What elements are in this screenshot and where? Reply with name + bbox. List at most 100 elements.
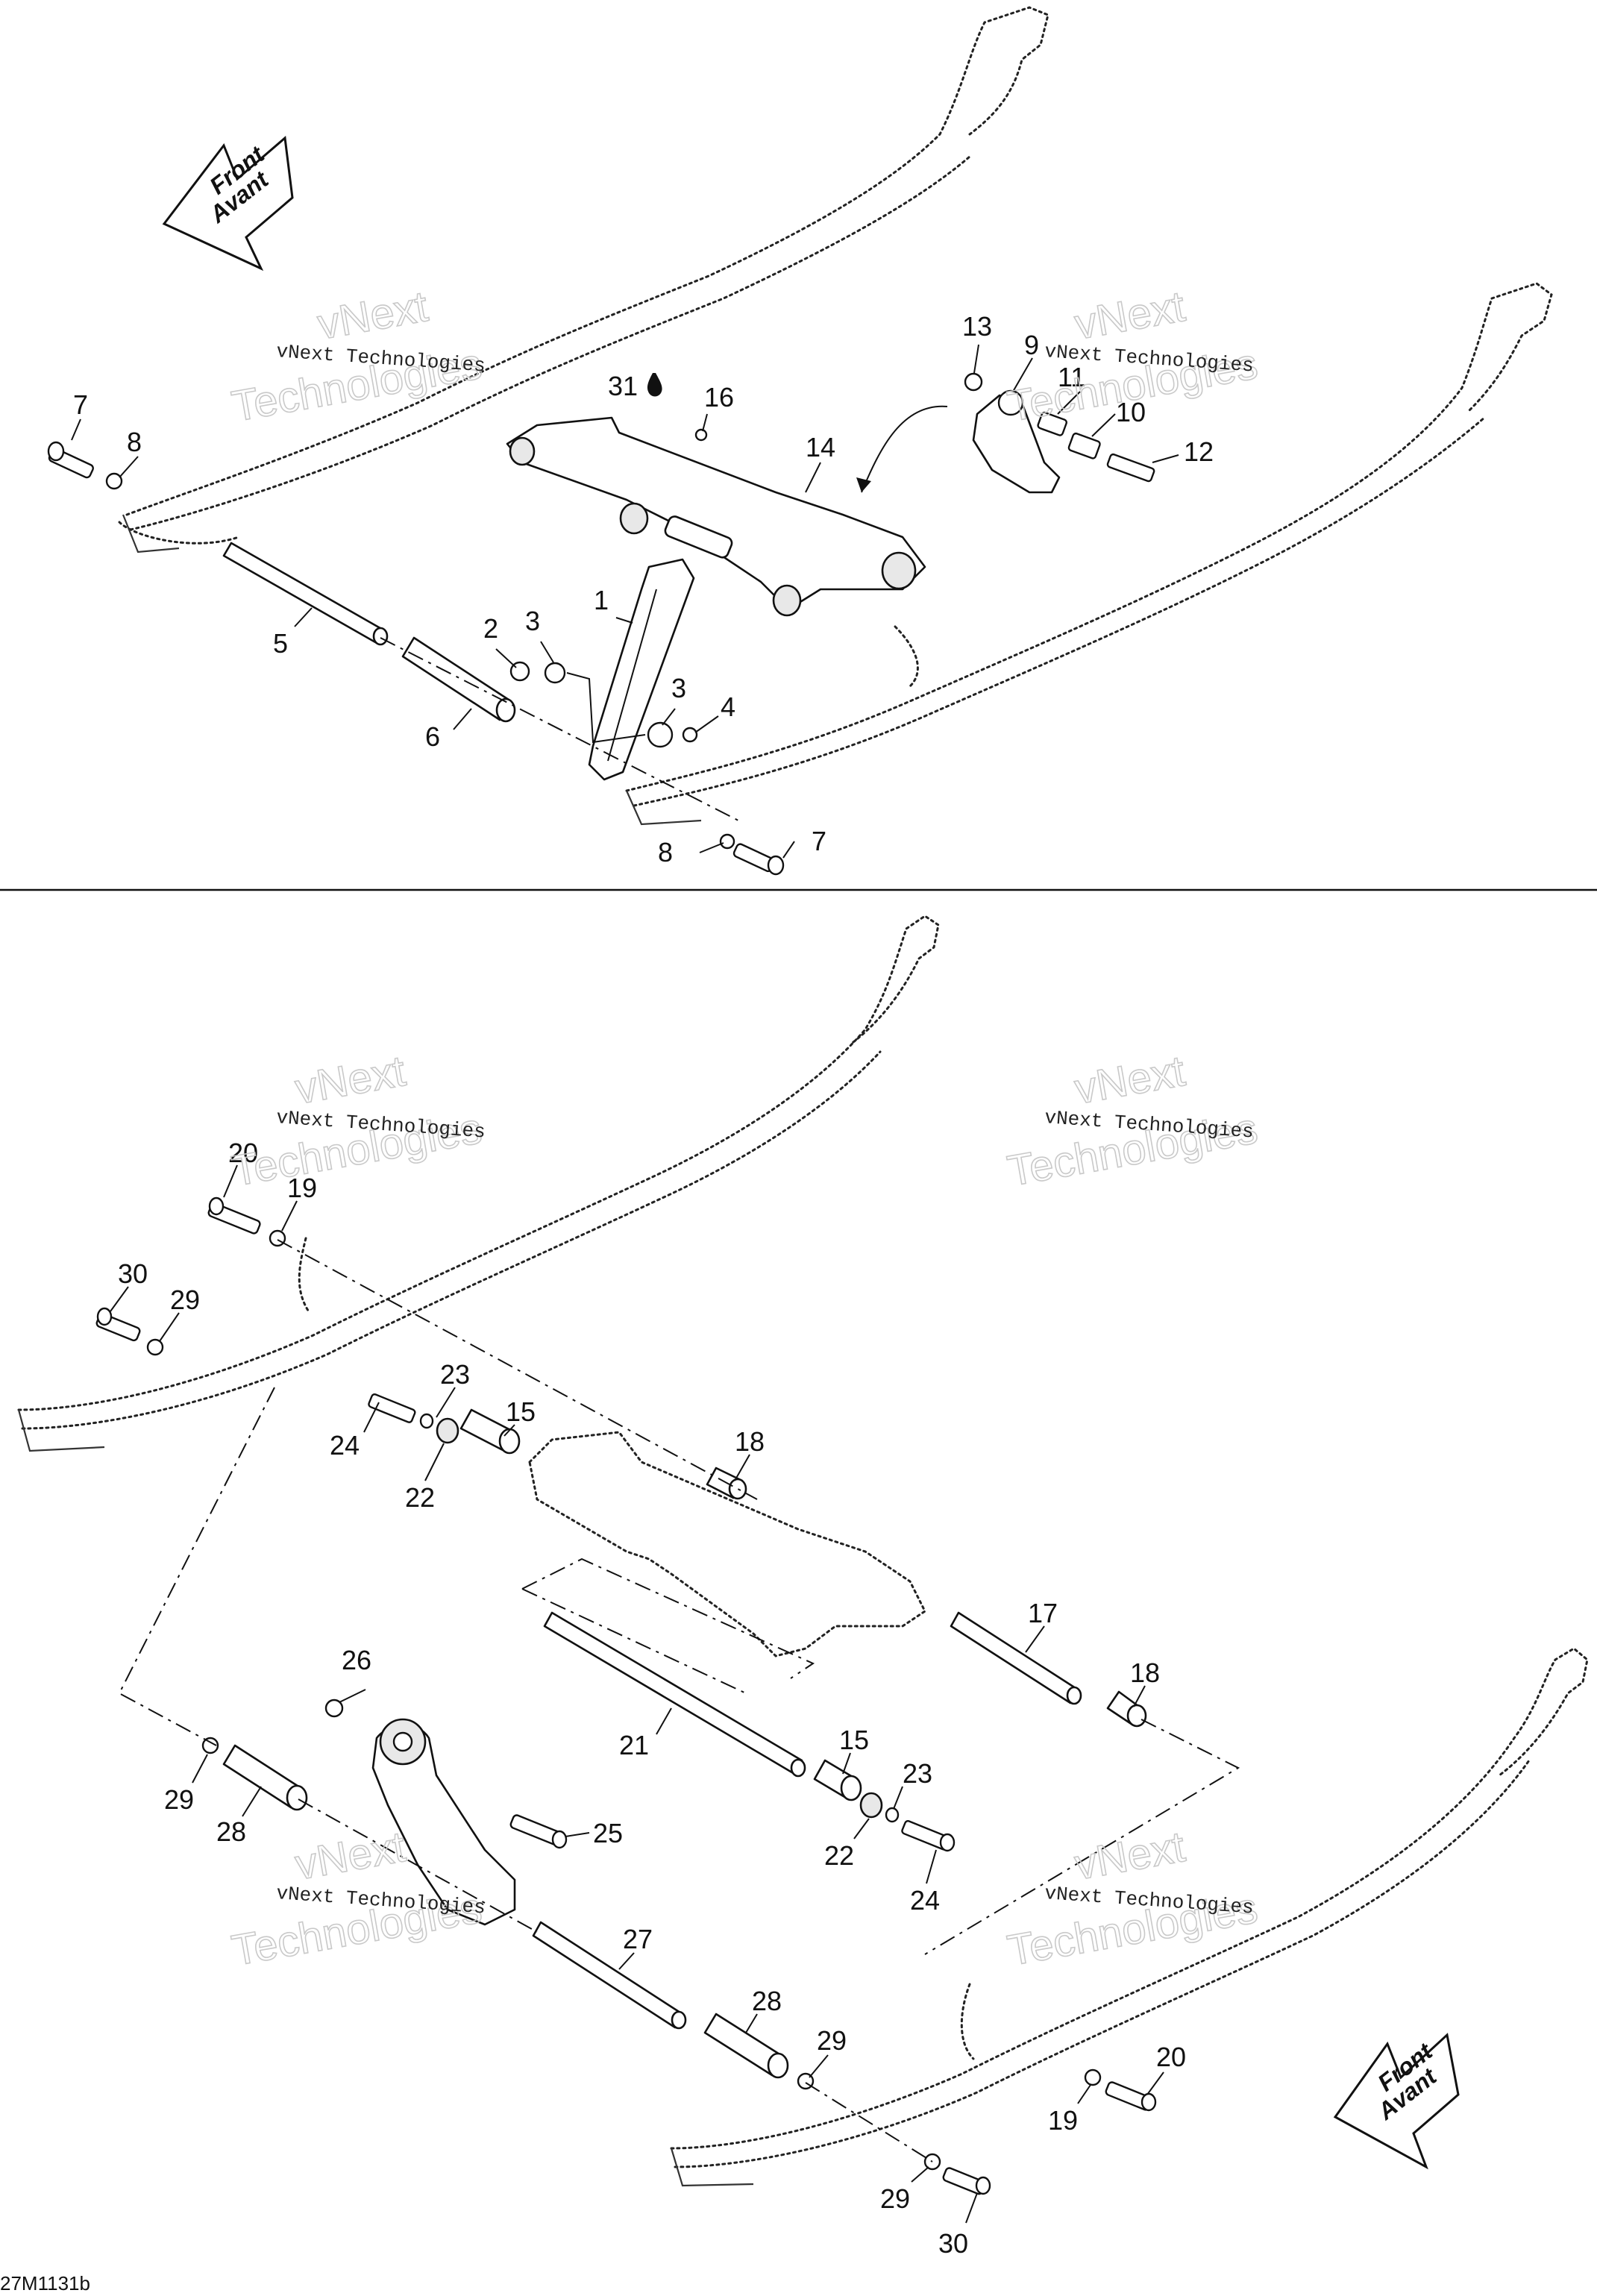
callout-23a: 23: [440, 1359, 470, 1390]
callout-12: 12: [1184, 436, 1214, 467]
callout-15b: 15: [839, 1725, 869, 1755]
right-rail-top: [625, 282, 1553, 826]
grease-drop-icon: [647, 373, 662, 397]
callout-30b: 30: [938, 2228, 968, 2259]
callout-24a: 24: [330, 1430, 360, 1461]
bolt-7-right: [732, 843, 785, 876]
callout-9: 9: [1024, 330, 1039, 360]
callout-20a: 20: [228, 1138, 258, 1168]
callout-3b: 3: [671, 673, 686, 703]
callout-28b: 28: [752, 1986, 782, 2016]
bushing-22-upper: [436, 1417, 459, 1444]
svg-text:vNext: vNext: [292, 1047, 409, 1114]
callout-29c: 29: [817, 2025, 847, 2056]
front-arrow-top: Front Avant: [162, 136, 294, 272]
washer-19-lower: [1084, 2068, 1102, 2086]
callout-15a: 15: [506, 1396, 536, 1427]
watermark-3: vNext Technologies vNext Technologies: [228, 1046, 486, 1196]
callout-26: 26: [342, 1645, 371, 1675]
washer-8-left: [105, 472, 123, 490]
front-arrow-bottom: Front Avant: [1333, 2033, 1460, 2170]
callout-10: 10: [1116, 397, 1146, 427]
rod-27: [532, 1921, 687, 2030]
spacer-28-left: [222, 1744, 308, 1811]
washer-29-upper: [146, 1338, 164, 1356]
washer-3-b: [647, 721, 674, 748]
right-rail-bottom: [670, 1647, 1589, 2187]
top-panel: Front Avant: [47, 6, 1553, 876]
washer-8-right: [719, 833, 735, 850]
rod-17: [950, 1611, 1082, 1705]
callout-2: 2: [483, 613, 498, 644]
bottom-panel: Front Avant: [17, 915, 1589, 2259]
left-rail-top: [118, 6, 1049, 553]
callout-27: 27: [623, 1924, 653, 1954]
callout-8a: 8: [127, 427, 142, 457]
grease-fitting-16: [694, 428, 708, 442]
bolt-30-upper: [95, 1307, 141, 1342]
callout-3a: 3: [525, 606, 540, 636]
callout-20b: 20: [1156, 2042, 1186, 2072]
watermark-4: vNext Technologies vNext Technologies: [1003, 1046, 1261, 1196]
callout-11: 11: [1058, 362, 1085, 392]
watermark-2: vNext Technologies vNext Technologies: [1003, 281, 1261, 431]
drawing-code: 27M1131b: [0, 2272, 90, 2295]
washer-3-a: [544, 662, 566, 684]
svg-text:vNext: vNext: [1071, 282, 1188, 349]
callout-5: 5: [273, 628, 288, 659]
callout-17: 17: [1028, 1598, 1058, 1628]
bracket-assembly: [856, 372, 1155, 494]
watermark-1: vNext Technologies vNext Technologies: [228, 281, 486, 431]
arm-1: [588, 558, 695, 781]
assembly-lines-bottom: [118, 1239, 1240, 2162]
callout-14: 14: [806, 432, 835, 462]
callout-18b: 18: [1130, 1657, 1160, 1688]
callouts-top: 1 2 3 3 4 5 6 7 7 8 8 9 10 11 12 13 14 1…: [73, 311, 1214, 868]
left-rail-bottom: [17, 915, 940, 1452]
washer-23-lower: [885, 1807, 900, 1823]
callout-29b: 29: [164, 1784, 194, 1815]
bushing-18-upper: [706, 1467, 747, 1500]
tube-5: [222, 542, 389, 646]
rod-21: [543, 1611, 806, 1778]
bolt-7-left: [47, 441, 94, 479]
callout-25: 25: [593, 1818, 623, 1848]
spacer-6: [401, 636, 516, 723]
callouts-bottom: 20 19 30 29 23 15 24 22 18 17 18 26 21 1…: [118, 1138, 1186, 2259]
bolt-20-lower: [1105, 2081, 1157, 2112]
spacer-28-right: [703, 2013, 789, 2079]
bushing-18-lower: [1106, 1690, 1147, 1728]
callout-29d: 29: [880, 2183, 910, 2214]
svg-text:vNext: vNext: [1071, 1047, 1188, 1114]
callout-8b: 8: [658, 837, 673, 868]
bushing-22-lower: [859, 1792, 883, 1819]
svg-text:vNext: vNext: [314, 282, 431, 349]
svg-text:vNext: vNext: [1071, 1822, 1188, 1889]
callout-22b: 22: [824, 1840, 854, 1871]
bolt-30-lower: [942, 2167, 991, 2195]
callout-18a: 18: [735, 1426, 765, 1457]
washer-23-upper: [419, 1413, 434, 1429]
callout-29a: 29: [170, 1285, 200, 1315]
bolt-24-upper: [368, 1393, 416, 1423]
callout-28a: 28: [216, 1816, 246, 1847]
callout-23b: 23: [903, 1758, 932, 1789]
bolt-24-lower: [901, 1820, 956, 1852]
callout-4: 4: [721, 691, 735, 722]
callout-22a: 22: [405, 1482, 435, 1513]
bushing-15-lower: [813, 1759, 862, 1801]
leader-lines-top: [71, 344, 1179, 859]
callout-19a: 19: [287, 1173, 317, 1203]
leader-lines-bottom: [110, 1164, 1164, 2224]
swing-arm-14: [506, 416, 926, 617]
callout-13: 13: [962, 311, 992, 342]
shock-absorber: [324, 1699, 516, 1926]
washer-29-left: [201, 1737, 219, 1754]
callout-24b: 24: [910, 1885, 940, 1916]
callout-19b: 19: [1048, 2105, 1078, 2136]
bolt-20-upper: [207, 1196, 261, 1235]
callout-1: 1: [594, 585, 609, 615]
callout-7a: 7: [73, 389, 88, 420]
callout-21: 21: [619, 1730, 649, 1760]
callout-7b: 7: [812, 826, 826, 856]
